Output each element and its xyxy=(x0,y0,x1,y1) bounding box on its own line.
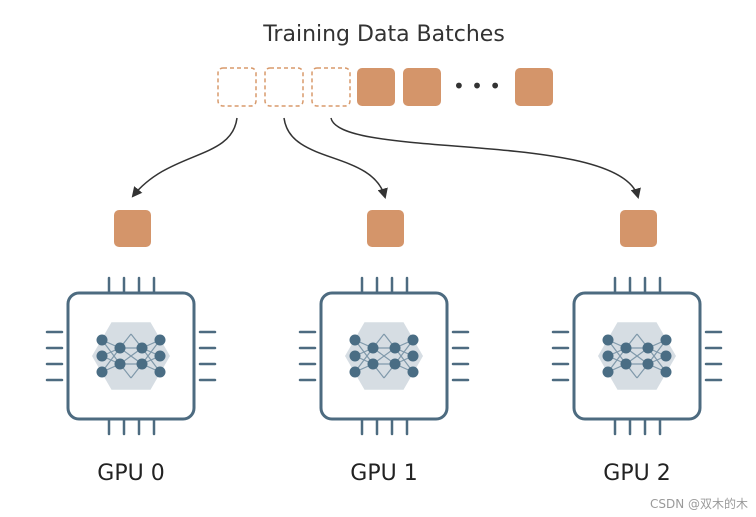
gpu-2-batch xyxy=(620,210,657,247)
arrow-to-gpu-0 xyxy=(131,117,238,198)
batch-empty xyxy=(311,67,351,107)
batch-filled xyxy=(403,68,441,106)
gpu-1-batch xyxy=(367,210,404,247)
batch-empty xyxy=(264,67,304,107)
gpu-0-chip xyxy=(45,276,217,436)
gpu-1-chip xyxy=(298,276,470,436)
arrow-to-gpu-1 xyxy=(283,117,388,200)
gpu-1-label: GPU 1 xyxy=(350,461,417,486)
gpu-0-batch xyxy=(114,210,151,247)
batch-filled xyxy=(357,68,395,106)
dispatch-arrows xyxy=(131,117,641,200)
arrow-to-gpu-2 xyxy=(330,117,641,200)
watermark: CSDN @双木的木 xyxy=(650,496,748,511)
batch-row: • • • xyxy=(217,67,553,107)
batch-empty xyxy=(217,67,257,107)
gpu-0-label: GPU 0 xyxy=(97,461,164,486)
diagram-title: Training Data Batches xyxy=(262,22,505,47)
gpu-2-chip xyxy=(551,276,723,436)
gpu-2-label: GPU 2 xyxy=(603,461,670,486)
batch-filled xyxy=(515,68,553,106)
batch-ellipsis: • • • xyxy=(453,74,501,98)
